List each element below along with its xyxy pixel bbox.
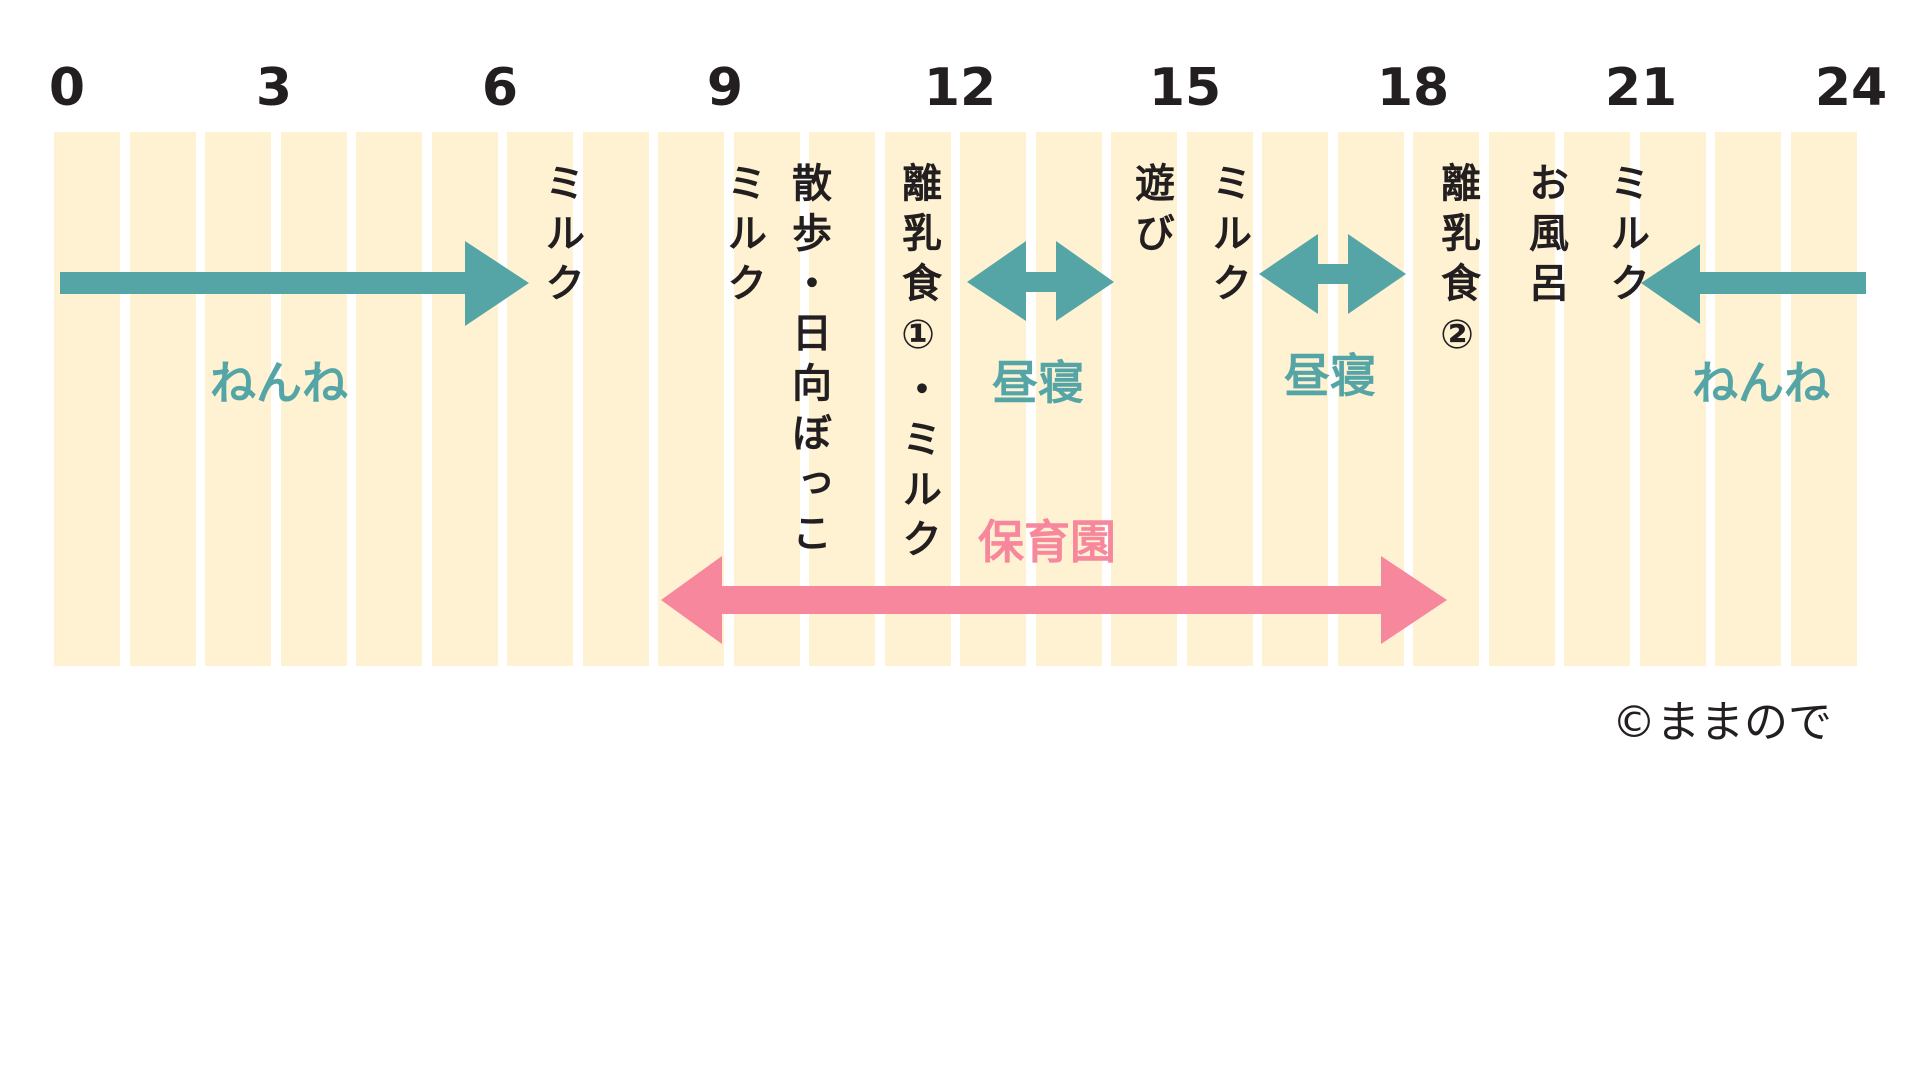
hour-stripe	[507, 132, 573, 666]
hour-stripe	[1111, 132, 1177, 666]
tick-6: 6	[481, 58, 519, 118]
hour-stripe	[356, 132, 422, 666]
activity-bath: お風呂	[1522, 162, 1568, 312]
hour-stripe	[280, 132, 347, 666]
nap-1-arrow	[967, 241, 1114, 321]
activity-milk-7: ミルク	[538, 162, 584, 312]
period-sleep-night: ねんね	[210, 356, 348, 410]
hour-stripe	[1564, 132, 1630, 666]
activity-baby-food-1: 離乳食①・ミルク	[895, 162, 941, 568]
hour-stripe	[809, 132, 875, 666]
tick-21: 21	[1604, 58, 1678, 118]
activity-baby-food-2: 離乳食②	[1434, 162, 1480, 368]
period-nursery: 保育園	[978, 515, 1116, 569]
sleep-night-arrow	[60, 241, 529, 326]
hour-stripe	[1639, 132, 1706, 666]
tick-24: 24	[1814, 58, 1888, 118]
period-nap-1: 昼寝	[992, 356, 1084, 410]
activity-play: 遊び	[1128, 162, 1174, 262]
tick-3: 3	[255, 58, 293, 118]
hour-stripe	[129, 132, 196, 666]
hour-stripe	[1715, 132, 1781, 666]
activity-milk-21: ミルク	[1603, 162, 1649, 312]
tick-0: 0	[48, 58, 86, 118]
tick-18: 18	[1376, 58, 1450, 118]
hour-stripe	[1262, 132, 1328, 666]
sleep-evening-arrow	[1641, 244, 1866, 324]
nap-2-arrow	[1259, 234, 1406, 314]
period-nap-2: 昼寝	[1284, 349, 1376, 403]
hour-stripe	[1488, 132, 1555, 666]
period-sleep-evening: ねんね	[1692, 356, 1830, 410]
hour-stripe	[884, 132, 951, 666]
hour-stripe	[205, 132, 271, 666]
nursery-arrow	[661, 556, 1447, 644]
activity-milk-15: ミルク	[1205, 162, 1251, 312]
hour-stripe	[1413, 132, 1479, 666]
hour-stripe	[1035, 132, 1102, 666]
tick-12: 12	[923, 58, 997, 118]
hour-stripe	[960, 132, 1026, 666]
activity-walk: 散歩・日向ぼっこ	[785, 162, 831, 562]
hour-stripe	[54, 132, 120, 666]
tick-9: 9	[706, 58, 744, 118]
activity-milk-9: ミルク	[720, 162, 766, 312]
copyright-credit: ©ままので	[1612, 697, 1832, 748]
hour-stripe	[582, 132, 649, 666]
hour-stripe	[1790, 132, 1857, 666]
hour-stripe	[1186, 132, 1253, 666]
hour-stripe	[431, 132, 498, 666]
hour-stripe	[733, 132, 800, 666]
tick-15: 15	[1148, 58, 1222, 118]
